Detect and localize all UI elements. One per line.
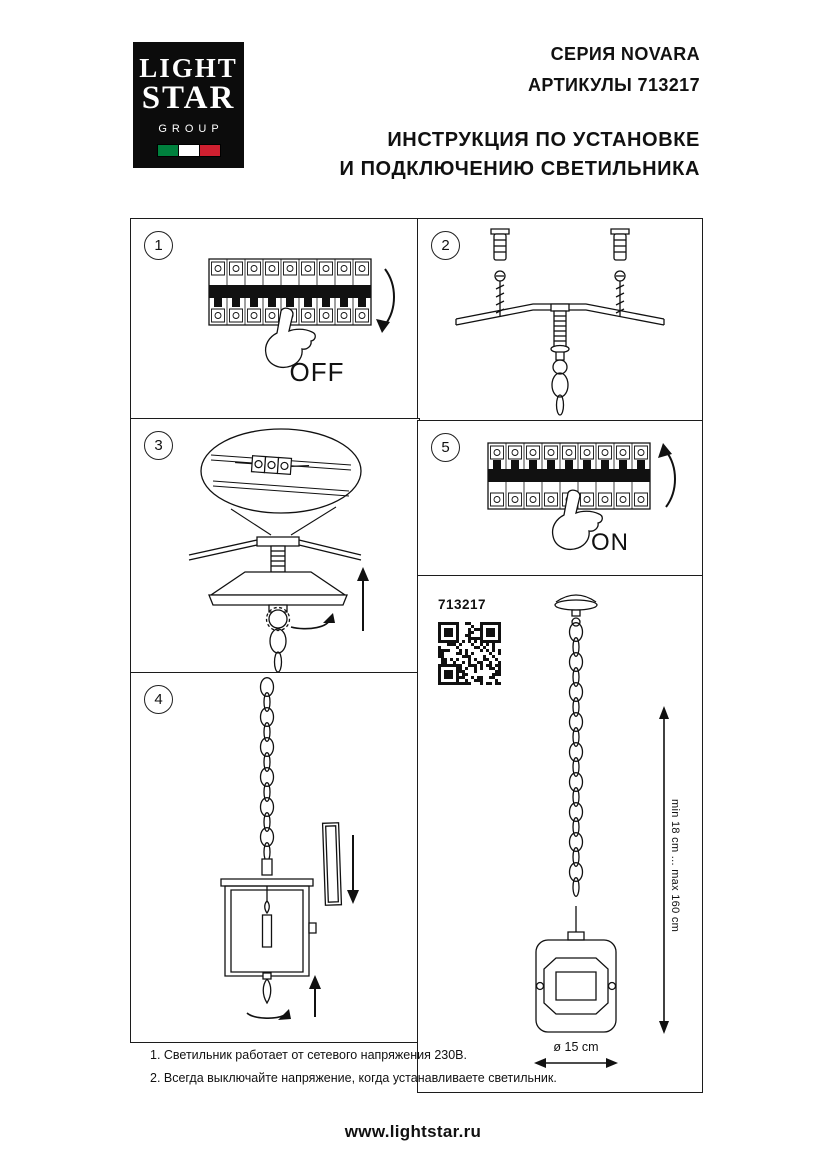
- screw-bulb-arrow-icon: [247, 1013, 285, 1018]
- step-4-panel: 4: [130, 672, 420, 1043]
- instruction-title-line1: ИНСТРУКЦИЯ ПО УСТАНОВКЕ: [387, 129, 700, 151]
- zoom-balloon: [201, 429, 361, 513]
- qr-code: [438, 622, 501, 685]
- switch-up-arrow-icon: [666, 451, 675, 507]
- off-label: OFF: [289, 357, 345, 387]
- logo-word-light: LIGHT: [139, 53, 238, 83]
- note-1: 1. Светильник работает от сетевого напря…: [150, 1048, 467, 1062]
- crystal-shade-drawing: [536, 932, 616, 1032]
- instruction-title-line2: И ПОДКЛЮЧЕНИЮ СВЕТИЛЬНИКА: [339, 158, 700, 180]
- glass-panel-drawing: [323, 823, 342, 906]
- step-3-panel: 3: [130, 418, 420, 675]
- diameter-label: ø 15 cm: [553, 1040, 599, 1054]
- instruction-title: ИНСТРУКЦИЯ ПО УСТАНОВКЕ И ПОДКЛЮЧЕНИЮ СВ…: [339, 126, 700, 184]
- wall-plug-icons: [491, 229, 629, 260]
- step-1-panel: 1 OFF: [130, 218, 420, 421]
- rotate-nut-arrow-icon: [291, 619, 329, 629]
- step-2-panel: 2: [417, 218, 703, 423]
- series-title: СЕРИЯ NOVARA: [550, 44, 700, 64]
- pendant-lamp-illustration: [534, 576, 669, 1068]
- chain-drawing: [570, 623, 583, 897]
- terminal-block-drawing: [235, 455, 310, 476]
- step-5-number: 5: [431, 433, 460, 462]
- breaker-on-illustration: [418, 421, 702, 577]
- step-4-number: 4: [144, 685, 173, 714]
- canopy-assembly-drawing: [189, 537, 361, 672]
- chain-drawing: [261, 678, 274, 862]
- safety-notes: 1. Светильник работает от сетевого напря…: [150, 1044, 557, 1090]
- balloon-pointer-lines: [231, 507, 336, 535]
- pointing-hand-icon: [553, 490, 603, 549]
- product-panel: 713217 min 18 cm: [417, 575, 703, 1093]
- shade-assembly-illustration: [131, 673, 359, 1020]
- article-number-line: АРТИКУЛЫ 713217: [528, 75, 700, 95]
- pointing-hand-icon: [266, 308, 316, 367]
- on-label: ON: [591, 529, 629, 556]
- website-url: www.lightstar.ru: [344, 1122, 482, 1141]
- ceiling-mount-illustration: [418, 219, 702, 422]
- height-range-label: min 18 cm ... max 160 cm: [669, 799, 681, 933]
- header: СЕРИЯ NOVARA АРТИКУЛЫ 713217 ИНСТРУКЦИЯ …: [339, 44, 700, 184]
- lightstar-logo: LIGHT STAR GROUP: [133, 42, 244, 168]
- italian-flag-icon: [156, 143, 221, 157]
- step-1-number: 1: [144, 231, 173, 260]
- step-3-number: 3: [144, 431, 173, 460]
- product-article-number: 713217: [438, 597, 487, 612]
- ceiling-rose-drawing: [555, 595, 597, 626]
- wiring-canopy-illustration: [131, 419, 369, 674]
- logo-word-star: STAR: [141, 80, 236, 116]
- knurled-nut-icon: [267, 608, 290, 631]
- bulb-tip-icon: [263, 979, 271, 1003]
- step-5-panel: 5 ON: [417, 420, 703, 578]
- shade-drawing: [221, 859, 316, 1003]
- threaded-rod-and-chain-drawing: [551, 304, 569, 415]
- step-2-number: 2: [431, 231, 460, 260]
- logo-word-group: GROUP: [158, 122, 224, 135]
- flame-icon: [265, 901, 270, 913]
- note-2: 2. Всегда выключайте напряжение, когда у…: [150, 1071, 557, 1085]
- breaker-off-illustration: [131, 219, 419, 420]
- switch-down-arrow-icon: [385, 269, 394, 325]
